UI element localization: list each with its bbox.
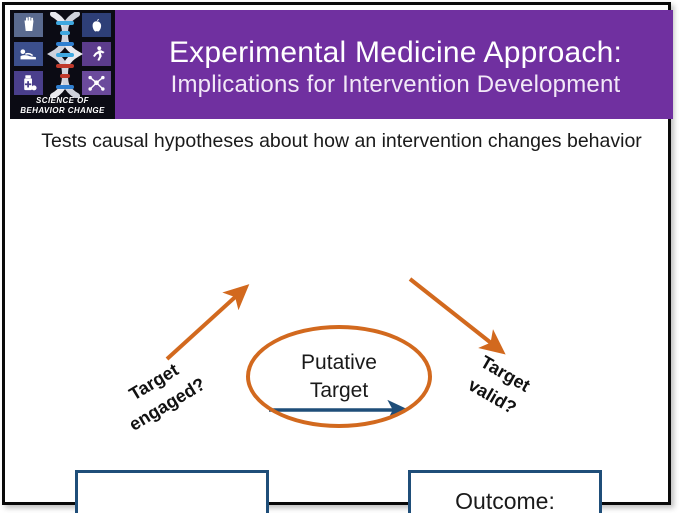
- medicine-bottle-icon: [13, 70, 44, 96]
- molecule-icon: [81, 70, 112, 96]
- slide-header-band: Experimental Medicine Approach: Implicat…: [10, 10, 673, 119]
- arrow-intervention-to-target: [165, 284, 250, 361]
- logo-caption-line1: SCIENCE OF: [36, 96, 89, 105]
- node-putative-target[interactable]: Putative Target: [246, 325, 432, 428]
- logo-caption: SCIENCE OF BEHAVIOR CHANGE: [10, 96, 115, 116]
- node-intervention[interactable]: Intervention: [75, 470, 269, 513]
- person-resting-icon: [13, 41, 44, 67]
- intervention-label: Intervention: [112, 512, 232, 513]
- putative-target-label-line2: Target: [309, 378, 369, 402]
- outcome-label-line1: Outcome:: [455, 487, 555, 513]
- flow-diagram: Putative Target Intervention Outcome: Be…: [10, 119, 673, 513]
- header-title-group: Experimental Medicine Approach: Implicat…: [118, 10, 673, 119]
- node-outcome[interactable]: Outcome: Behavior Change: [408, 470, 602, 513]
- logo-icon-grid: [13, 12, 112, 98]
- slide-title: Experimental Medicine Approach:: [168, 35, 623, 69]
- drink-cup-icon: [13, 12, 44, 38]
- slide-subtitle-title: Implications for Intervention Developmen…: [170, 70, 621, 98]
- diagram-arrows: [165, 277, 506, 421]
- dna-helix-icon: [47, 12, 83, 98]
- putative-target-label-line1: Putative: [301, 351, 377, 375]
- logo-caption-line2: BEHAVIOR CHANGE: [20, 106, 105, 115]
- science-of-behavior-change-logo: SCIENCE OF BEHAVIOR CHANGE: [10, 10, 115, 119]
- body-subtitle: Tests causal hypotheses about how an int…: [41, 130, 642, 152]
- apple-icon: [81, 12, 112, 38]
- arrow-target-to-outcome: [408, 277, 506, 355]
